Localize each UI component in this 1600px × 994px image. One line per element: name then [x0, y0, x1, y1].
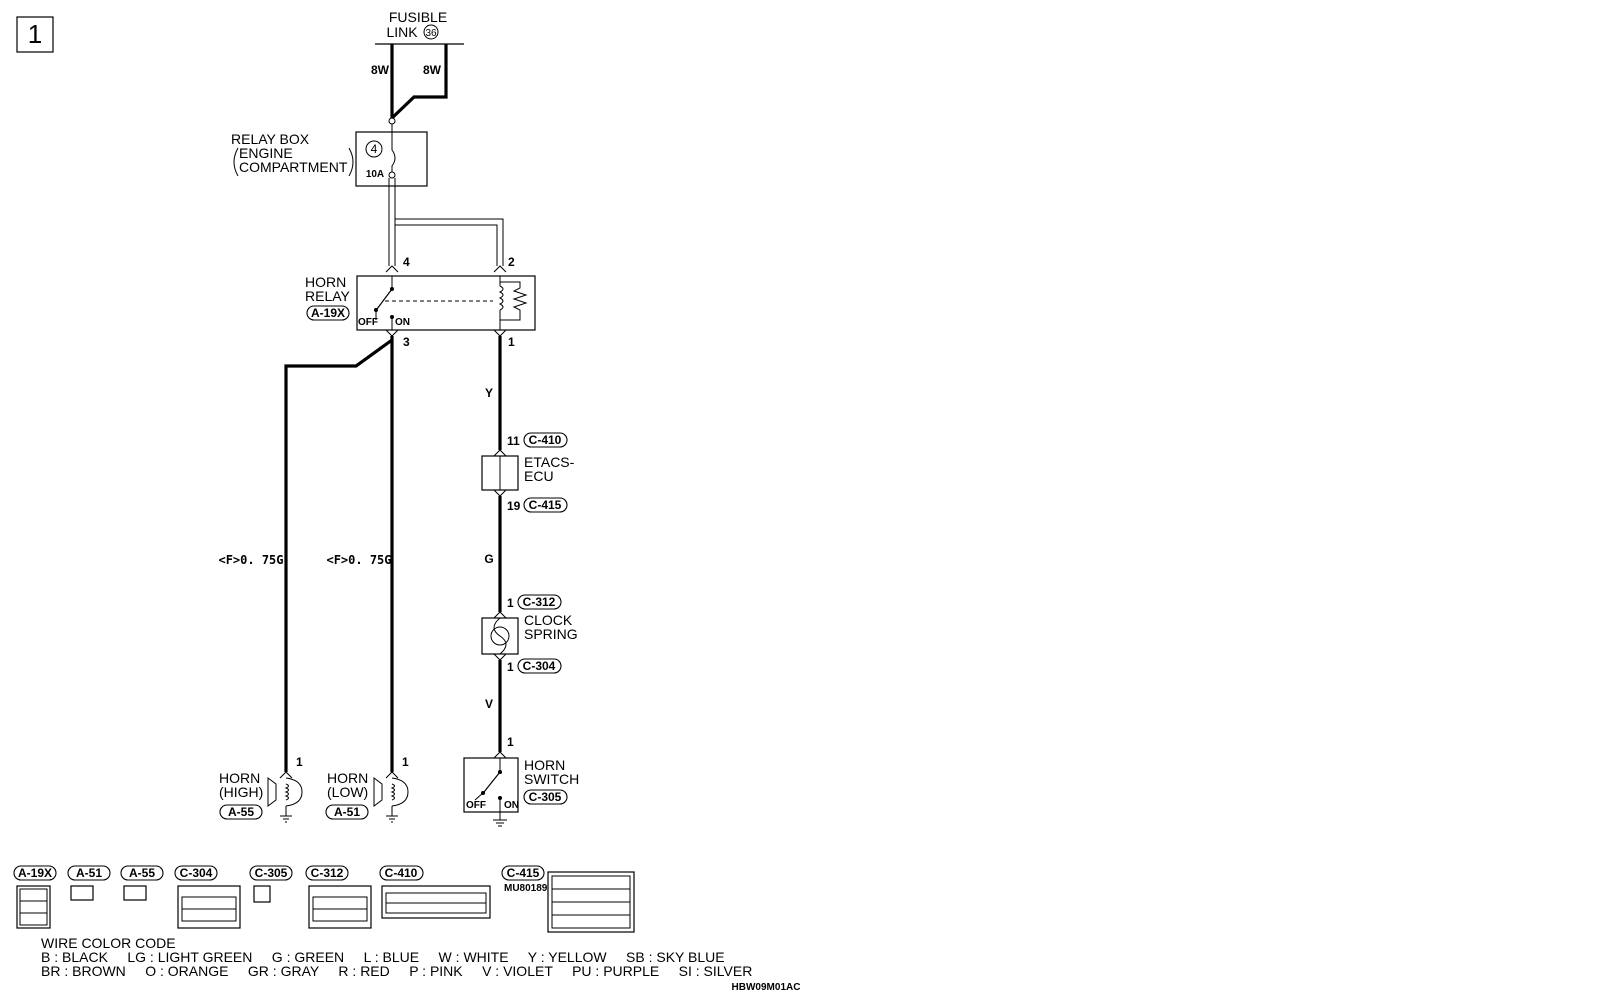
- relay-feed-wires: [385, 178, 507, 273]
- figure-code: HBW09M01AC: [732, 982, 801, 993]
- horn-relay-label-2: RELAY: [305, 288, 351, 304]
- etacs-conn-top: C-410: [529, 433, 562, 447]
- horn-switch-pin: 1: [507, 735, 514, 749]
- etacs-pin-bottom: 19: [507, 499, 521, 513]
- clock-spring-conn-bottom: C-304: [523, 659, 556, 673]
- fusible-link-label-1: FUSIBLE: [389, 9, 447, 25]
- horn-low-label-2: (LOW): [327, 784, 368, 800]
- wire-color-code-title: WIRE COLOR CODE: [41, 935, 176, 951]
- relay-coil: [498, 285, 504, 311]
- horn-low: 1 HORN (LOW) A-51: [325, 755, 409, 823]
- etacs-conn-bottom: C-415: [529, 498, 562, 512]
- page-number-box: 1: [16, 16, 54, 53]
- fuse-number: 4: [371, 142, 378, 156]
- fusible-link: FUSIBLE LINK 36: [375, 9, 464, 45]
- horn-switch-off: OFF: [466, 800, 486, 811]
- clock-spring-coil: [493, 617, 507, 655]
- horn-relay-pin-2: 2: [508, 255, 515, 269]
- horn-relay-pin-3: 3: [403, 335, 410, 349]
- wire-g-label: G: [484, 552, 493, 566]
- horn-high-connector: A-55: [228, 805, 254, 819]
- relay-box-label-1: RELAY BOX: [231, 131, 310, 147]
- clock-spring-label-2: SPRING: [524, 626, 578, 642]
- horn-relay: HORN RELAY A-19X 4 2 3 1 OFF ON: [305, 255, 536, 349]
- legend-conn-c415: C-415: [507, 866, 540, 880]
- horn-high: 1 HORN (HIGH) A-55: [219, 755, 303, 823]
- horn-switch: 1 OFF ON HORN SWITCH C-305: [463, 735, 579, 827]
- fusible-link-number: 36: [425, 28, 437, 39]
- horn-relay-label-1: HORN: [305, 274, 346, 290]
- horn-low-pin: 1: [402, 755, 409, 769]
- legend-conn-a51: A-51: [76, 866, 102, 880]
- wire-f075g-left: [284, 338, 393, 772]
- legend-conn-a55: A-55: [129, 866, 155, 880]
- legend-conn-a19x: A-19X: [18, 866, 52, 880]
- wire-8w-right: [390, 44, 448, 120]
- fuse-element: [391, 124, 396, 172]
- horn-relay-pin-4: 4: [403, 255, 410, 269]
- wire-f075g-right-label: <F>0. 75G: [326, 553, 391, 567]
- horn-switch-label-1: HORN: [524, 757, 565, 773]
- wire-color-code-row-2: BR : BROWN O : ORANGE GR : GRAY R : RED …: [41, 963, 752, 979]
- horn-switch-arm: [483, 771, 501, 793]
- horn-switch-connector: C-305: [529, 790, 562, 804]
- etacs-pin-top: 11: [507, 434, 520, 448]
- wire-f075g-left-label: <F>0. 75G: [218, 553, 283, 567]
- wire-v-label: V: [485, 697, 493, 711]
- fusible-link-label-2: LINK: [386, 24, 418, 40]
- etacs-label-1: ETACS-: [524, 454, 575, 470]
- connector-legend: A-19X A-51 A-55 C-304 C-305 C-312 C-410: [13, 865, 635, 933]
- relay-box: RELAY BOX ENGINE COMPARTMENT 4 10A: [231, 117, 428, 187]
- relay-box-label-2: ENGINE: [239, 145, 293, 161]
- fuse-rating: 10A: [366, 169, 384, 180]
- wire-8w-right-label: 8W: [423, 63, 442, 77]
- clock-spring-label-1: CLOCK: [524, 612, 573, 628]
- clock-spring: 1 C-312 CLOCK SPRING 1 C-304: [481, 594, 578, 674]
- relay-resistor: [500, 281, 528, 321]
- relay-on-label: ON: [395, 317, 410, 328]
- clock-spring-pin-bottom: 1: [507, 660, 514, 674]
- horn-switch-on: ON: [504, 800, 519, 811]
- horn-high-label-2: (HIGH): [219, 784, 263, 800]
- wire-color-code-row-1: B : BLACK LG : LIGHT GREEN G : GREEN L :…: [41, 949, 725, 965]
- horn-high-icon: [267, 777, 277, 807]
- legend-conn-c305: C-305: [255, 866, 288, 880]
- relay-off-label: OFF: [358, 317, 378, 328]
- legend-conn-c312: C-312: [311, 866, 344, 880]
- clock-spring-pin-top: 1: [507, 596, 514, 610]
- horn-low-connector: A-51: [334, 805, 360, 819]
- legend-conn-c304: C-304: [180, 866, 213, 880]
- relay-switch-arm: [376, 288, 393, 310]
- horn-high-pin: 1: [296, 755, 303, 769]
- horn-low-label-1: HORN: [327, 770, 368, 786]
- horn-switch-label-2: SWITCH: [524, 771, 579, 787]
- horn-low-icon: [373, 777, 383, 807]
- wire-color-code: WIRE COLOR CODE B : BLACK LG : LIGHT GRE…: [41, 935, 752, 979]
- horn-high-label-1: HORN: [219, 770, 260, 786]
- relay-box-label-3: COMPARTMENT: [239, 159, 348, 175]
- page-number: 1: [28, 19, 42, 49]
- legend-part-number: MU801890: [504, 883, 553, 894]
- etacs-label-2: ECU: [524, 468, 554, 484]
- etacs-ecu: 11 C-410 ETACS- ECU 19 C-415: [481, 432, 575, 513]
- horn-relay-connector: A-19X: [311, 306, 345, 320]
- legend-conn-c410: C-410: [385, 866, 418, 880]
- clock-spring-conn-top: C-312: [523, 595, 556, 609]
- horn-relay-pin-1: 1: [508, 335, 515, 349]
- wire-y-label: Y: [485, 386, 493, 400]
- wire-8w-left-label: 8W: [371, 63, 390, 77]
